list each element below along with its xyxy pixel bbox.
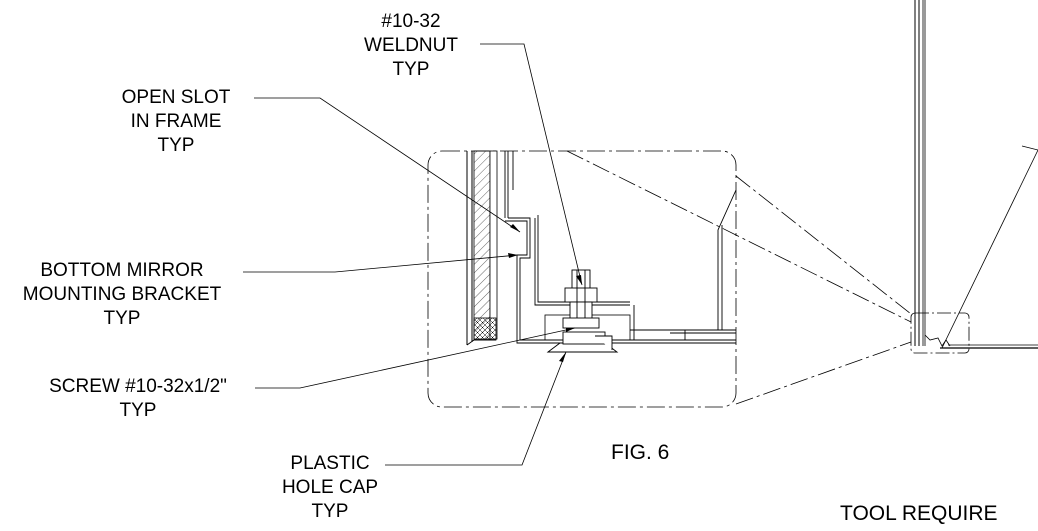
open-slot-line-3: TYP [157,135,195,156]
tool-required-note: TOOL REQUIRE [840,502,998,525]
bracket-line-3: TYP [103,308,141,329]
weldnut-line-2: WELDNUT [364,35,458,56]
screw-line-1: SCREW #10-32x1/2" [49,376,227,397]
figure-label: FIG. 6 [611,441,670,464]
hole-cap-line-2: HOLE CAP [281,477,379,498]
open-slot-callout: OPEN SLOT IN FRAME TYP [96,86,256,158]
plastic-hole-cap [546,331,619,353]
weldnut-callout: #10-32 WELDNUT TYP [346,10,476,82]
hole-cap-line-3: TYP [311,501,349,522]
screw-callout: SCREW #10-32x1/2" TYP [18,375,258,423]
detail-projection-lines [566,150,912,405]
fixture-right-wall [717,189,737,330]
leader-arrowheads [508,224,582,362]
leader-lines [243,43,583,466]
hole-cap-line-1: PLASTIC [290,453,370,474]
open-slot-line-1: OPEN SLOT [121,87,231,108]
bracket-line-2: MOUNTING BRACKET [22,284,222,305]
screw-line-2: TYP [119,400,157,421]
overall-view [910,0,1038,354]
screw-and-weldnut [562,269,600,329]
mirror-frame-section [466,150,498,346]
hole-cap-callout: PLASTIC HOLE CAP TYP [270,452,390,524]
open-slot-line-2: IN FRAME [130,111,222,132]
bracket-line-1: BOTTOM MIRROR [40,260,204,281]
weldnut-line-3: TYP [392,59,430,80]
weldnut-line-1: #10-32 [381,11,441,32]
detail-view-border [427,150,737,408]
bracket-callout: BOTTOM MIRROR MOUNTING BRACKET TYP [0,259,244,331]
bottom-mirror-bracket [504,151,580,344]
